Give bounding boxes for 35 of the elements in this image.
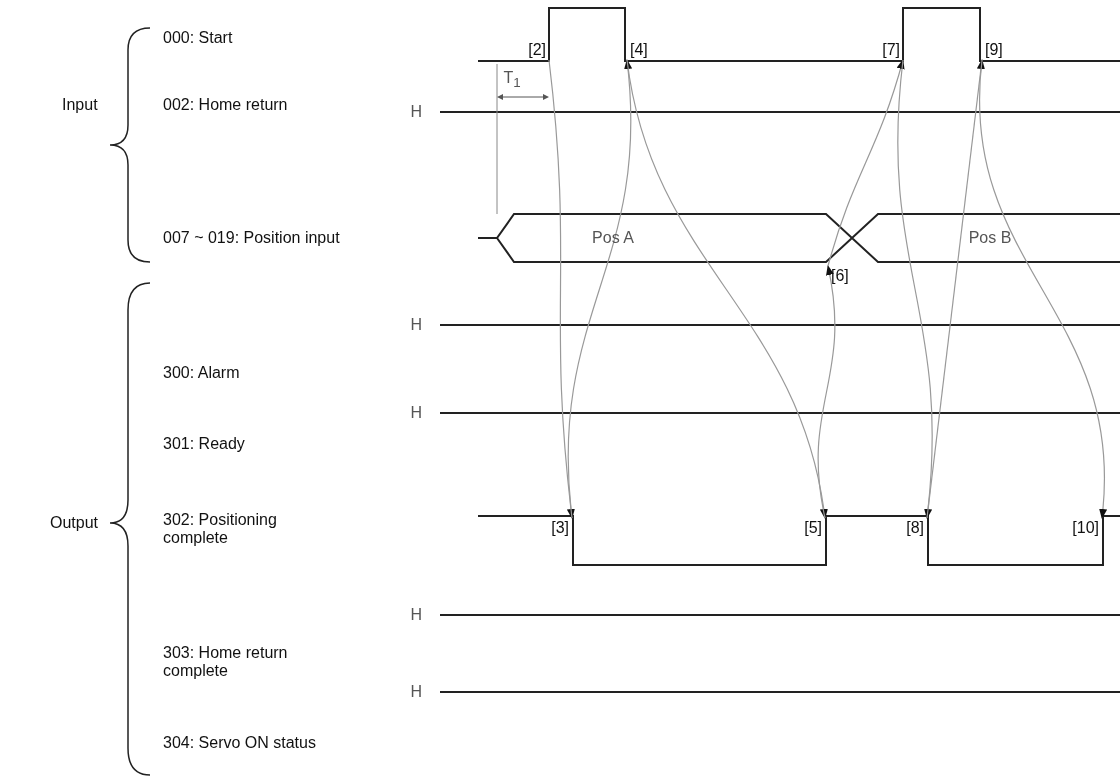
group-label: Output bbox=[50, 513, 99, 533]
step-label: [5] bbox=[801, 518, 825, 538]
group-label: Input bbox=[62, 95, 98, 115]
signal-name: 303: Home return complete bbox=[163, 643, 289, 681]
step-label: [7] bbox=[879, 40, 903, 60]
step-label: [10] bbox=[1069, 518, 1102, 538]
level-label: H bbox=[410, 682, 422, 702]
arrow bbox=[567, 59, 632, 519]
arrow bbox=[548, 59, 575, 519]
signal-name: 300: Alarm bbox=[163, 363, 240, 383]
step-label: [9] bbox=[982, 40, 1006, 60]
level-label: H bbox=[410, 403, 422, 423]
data-label: Pos A bbox=[592, 228, 634, 248]
level-label: H bbox=[410, 102, 422, 122]
data-label: Pos B bbox=[968, 228, 1012, 248]
dimension-label: T$_{1}$ bbox=[503, 69, 521, 91]
signal-name: 301: Ready bbox=[163, 434, 245, 454]
arrow bbox=[817, 265, 836, 519]
level-label: H bbox=[410, 605, 422, 625]
step-label: [8] bbox=[903, 518, 927, 538]
arrow bbox=[626, 59, 828, 519]
level-label: H bbox=[410, 315, 422, 335]
signal-name: 002: Home return bbox=[163, 95, 288, 115]
step-label: [2] bbox=[525, 40, 549, 60]
step-label: [3] bbox=[548, 518, 572, 538]
step-label: [4] bbox=[627, 40, 651, 60]
arrow bbox=[926, 59, 985, 519]
signal-name: 000: Start bbox=[163, 28, 233, 48]
signal-name: 302: Positioning complete bbox=[163, 510, 278, 548]
signal-name: 007 ~ 019: Position input bbox=[163, 228, 340, 248]
arrow bbox=[827, 59, 905, 267]
arrow bbox=[897, 59, 933, 519]
step-label: [6] bbox=[828, 266, 852, 286]
signal-name: 304: Servo ON status bbox=[163, 733, 316, 753]
arrow bbox=[979, 59, 1107, 519]
